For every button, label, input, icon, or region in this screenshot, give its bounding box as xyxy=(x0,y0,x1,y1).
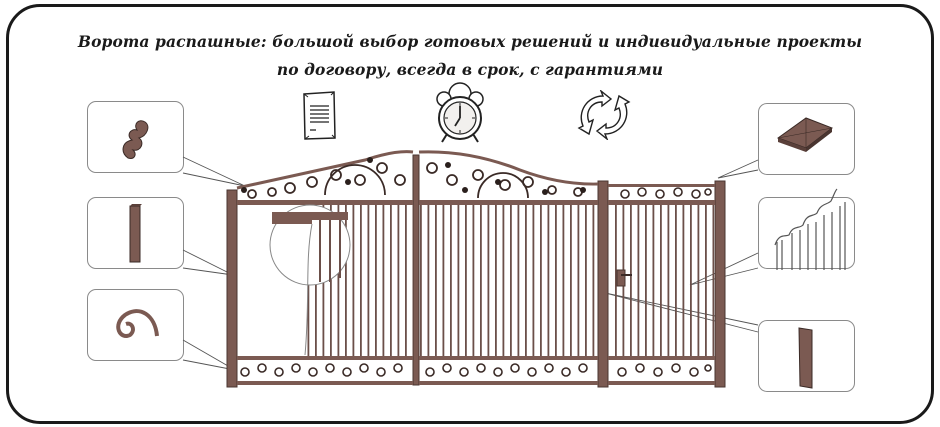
alarm-clock-icon xyxy=(435,82,485,146)
headline-line-1: Ворота распашные: большой выбор готовых … xyxy=(77,32,863,51)
forged-curl-icon xyxy=(116,309,159,338)
flat-bar-icon xyxy=(798,327,813,389)
lock-icon xyxy=(616,269,632,287)
document-icon xyxy=(300,88,340,143)
refresh-arrows-icon xyxy=(575,90,633,140)
callout-pickets xyxy=(758,197,855,269)
post-cap-icon xyxy=(776,117,834,152)
leaf-ornament-icon xyxy=(122,120,149,159)
profile-post-icon xyxy=(129,204,142,263)
callout-forged-curl xyxy=(87,289,184,361)
pickets-icon xyxy=(774,188,846,270)
outer-rounded-border xyxy=(6,4,934,424)
headline-line-2: по договору, всегда в срок, с гарантиями xyxy=(276,60,664,79)
